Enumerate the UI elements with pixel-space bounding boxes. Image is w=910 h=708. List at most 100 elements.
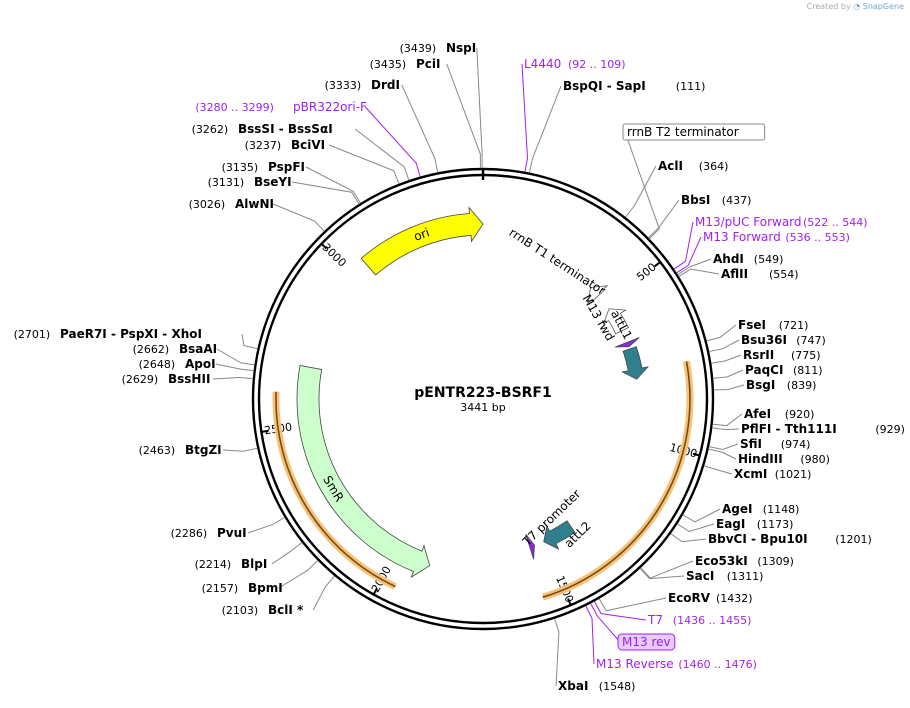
site-position: (920) bbox=[785, 408, 815, 421]
enzyme-site-label[interactable]: AlwNI bbox=[235, 197, 274, 211]
site-position: (1548) bbox=[599, 680, 636, 693]
feature-label: ori bbox=[412, 225, 432, 244]
enzyme-site-label[interactable]: PvuI bbox=[217, 526, 247, 540]
enzyme-site-label[interactable]: BssSI - BssSαI bbox=[238, 122, 333, 136]
enzyme-site-label[interactable]: BpmI bbox=[248, 581, 283, 595]
enzyme-site-label[interactable]: PaeR7I - PspXI - XhoI bbox=[60, 327, 202, 341]
primer-label[interactable]: M13 Reverse bbox=[596, 657, 674, 671]
scale-tick-label: 500 bbox=[634, 260, 659, 283]
feature-m13-fwd[interactable] bbox=[614, 337, 640, 348]
enzyme-site-label[interactable]: XbaI bbox=[558, 679, 588, 693]
site-position: (3237) bbox=[245, 139, 282, 152]
leader-line bbox=[708, 339, 740, 353]
site-position: (1021) bbox=[775, 468, 812, 481]
enzyme-site-label[interactable]: BciVI bbox=[291, 138, 325, 152]
enzyme-site-label[interactable]: SacI bbox=[686, 569, 714, 583]
leader-line bbox=[271, 541, 303, 565]
site-position: (2463) bbox=[139, 444, 176, 457]
site-position: (549) bbox=[754, 253, 784, 266]
enzyme-site-label[interactable]: BsgI bbox=[746, 378, 775, 392]
leader-line bbox=[213, 376, 253, 380]
enzyme-site-label[interactable]: RsrII bbox=[743, 348, 774, 362]
enzyme-site-label[interactable]: EagI bbox=[716, 517, 745, 531]
enzyme-site-label[interactable]: BseYI bbox=[254, 175, 292, 189]
leader-line bbox=[639, 568, 685, 580]
site-position: (980) bbox=[800, 453, 830, 466]
site-position: (2286) bbox=[171, 527, 208, 540]
enzyme-site-label[interactable]: HindIII bbox=[738, 452, 783, 466]
leader-line bbox=[216, 348, 255, 366]
site-position: (3439) bbox=[400, 42, 437, 55]
site-position: (1460 .. 1476) bbox=[678, 658, 757, 671]
primer-label[interactable]: M13 rev bbox=[622, 635, 671, 649]
feature-rrnb-t1-terminator[interactable] bbox=[602, 308, 629, 335]
leader-line bbox=[708, 443, 739, 451]
enzyme-site-label[interactable]: FseI bbox=[738, 318, 766, 332]
site-position: (3280 .. 3299) bbox=[195, 101, 274, 114]
enzyme-site-label[interactable]: BlpI bbox=[241, 557, 267, 571]
site-position: (2662) bbox=[133, 343, 170, 356]
site-position: (721) bbox=[779, 319, 809, 332]
feature-attl2[interactable] bbox=[543, 520, 576, 550]
enzyme-site-label[interactable]: ApoI bbox=[185, 357, 216, 371]
enzyme-site-label[interactable]: SfiI bbox=[740, 437, 762, 451]
leader-line bbox=[625, 165, 657, 218]
feature-rrnb-t2-terminator[interactable] bbox=[587, 285, 609, 305]
enzyme-site-label[interactable]: EcoRV bbox=[668, 591, 711, 605]
enzyme-site-label[interactable]: PaqCI bbox=[745, 363, 783, 377]
site-position: (3435) bbox=[370, 58, 407, 71]
primer-label[interactable]: L4440 bbox=[524, 57, 561, 71]
leader-line bbox=[476, 47, 483, 169]
site-position: (1201) bbox=[835, 533, 872, 546]
site-position: (111) bbox=[676, 80, 706, 93]
site-position: (2157) bbox=[202, 582, 239, 595]
enzyme-site-label[interactable]: BbvCI - Bpu10I bbox=[708, 532, 808, 546]
feature-attl1[interactable] bbox=[621, 346, 650, 380]
enzyme-site-label[interactable]: BssHII bbox=[168, 372, 210, 386]
enzyme-site-label[interactable]: AfeI bbox=[744, 407, 771, 421]
enzyme-site-label[interactable]: BsaAI bbox=[179, 342, 217, 356]
enzyme-site-label[interactable]: BspQI - SapI bbox=[563, 79, 646, 93]
site-position: (2214) bbox=[195, 558, 232, 571]
site-position: (1309) bbox=[757, 555, 794, 568]
site-position: (92 .. 109) bbox=[568, 58, 626, 71]
enzyme-site-label[interactable]: DrdI bbox=[371, 78, 400, 92]
enzyme-site-label[interactable]: AflII bbox=[721, 267, 748, 281]
feature-callout-box bbox=[622, 123, 766, 141]
enzyme-site-label[interactable]: Bsu36I bbox=[741, 333, 787, 347]
enzyme-site-label[interactable]: BtgZI bbox=[185, 443, 222, 457]
enzyme-site-label[interactable]: BclI * bbox=[268, 603, 304, 617]
site-position: (2701) bbox=[14, 328, 51, 341]
enzyme-site-label[interactable]: NspI bbox=[446, 41, 476, 55]
enzyme-site-label[interactable]: AgeI bbox=[722, 502, 752, 516]
enzyme-site-label[interactable]: PciI bbox=[416, 57, 441, 71]
site-position: (974) bbox=[781, 438, 811, 451]
enzyme-site-label[interactable]: AhdI bbox=[713, 252, 744, 266]
primer-label[interactable]: pBR322ori-F bbox=[293, 100, 367, 114]
leader-line bbox=[312, 575, 335, 611]
enzyme-site-label[interactable]: rrnB T2 terminator bbox=[627, 125, 739, 139]
site-position: (2629) bbox=[122, 373, 159, 386]
enzyme-site-label[interactable]: PflFI - Tth111I bbox=[741, 422, 837, 436]
site-position: (2103) bbox=[222, 604, 259, 617]
leader-line bbox=[354, 128, 410, 181]
site-position: (522 .. 544) bbox=[803, 216, 868, 229]
primer-label[interactable]: M13/pUC Forward bbox=[695, 215, 802, 229]
scale-tick bbox=[567, 598, 573, 607]
credit-prefix: Created by bbox=[806, 2, 851, 11]
enzyme-site-label[interactable]: Eco53kI bbox=[695, 554, 748, 568]
enzyme-site-label[interactable]: BbsI bbox=[681, 193, 710, 207]
feature-t7-promoter[interactable] bbox=[525, 534, 535, 560]
feature-smr[interactable] bbox=[296, 365, 431, 579]
primer-label[interactable]: M13 Forward bbox=[703, 230, 781, 244]
enzyme-site-label[interactable]: XcmI bbox=[734, 467, 767, 481]
primer-label[interactable]: T7 bbox=[647, 613, 663, 627]
site-position: (1436 .. 1455) bbox=[673, 614, 752, 627]
feature-ori[interactable] bbox=[360, 206, 484, 276]
leader-line bbox=[278, 560, 319, 589]
leader-line bbox=[677, 523, 715, 532]
enzyme-site-label[interactable]: PspFI bbox=[268, 160, 305, 174]
orf-arc bbox=[541, 360, 694, 601]
enzyme-site-label[interactable]: AclI bbox=[658, 159, 683, 173]
scale-tick bbox=[654, 260, 662, 268]
